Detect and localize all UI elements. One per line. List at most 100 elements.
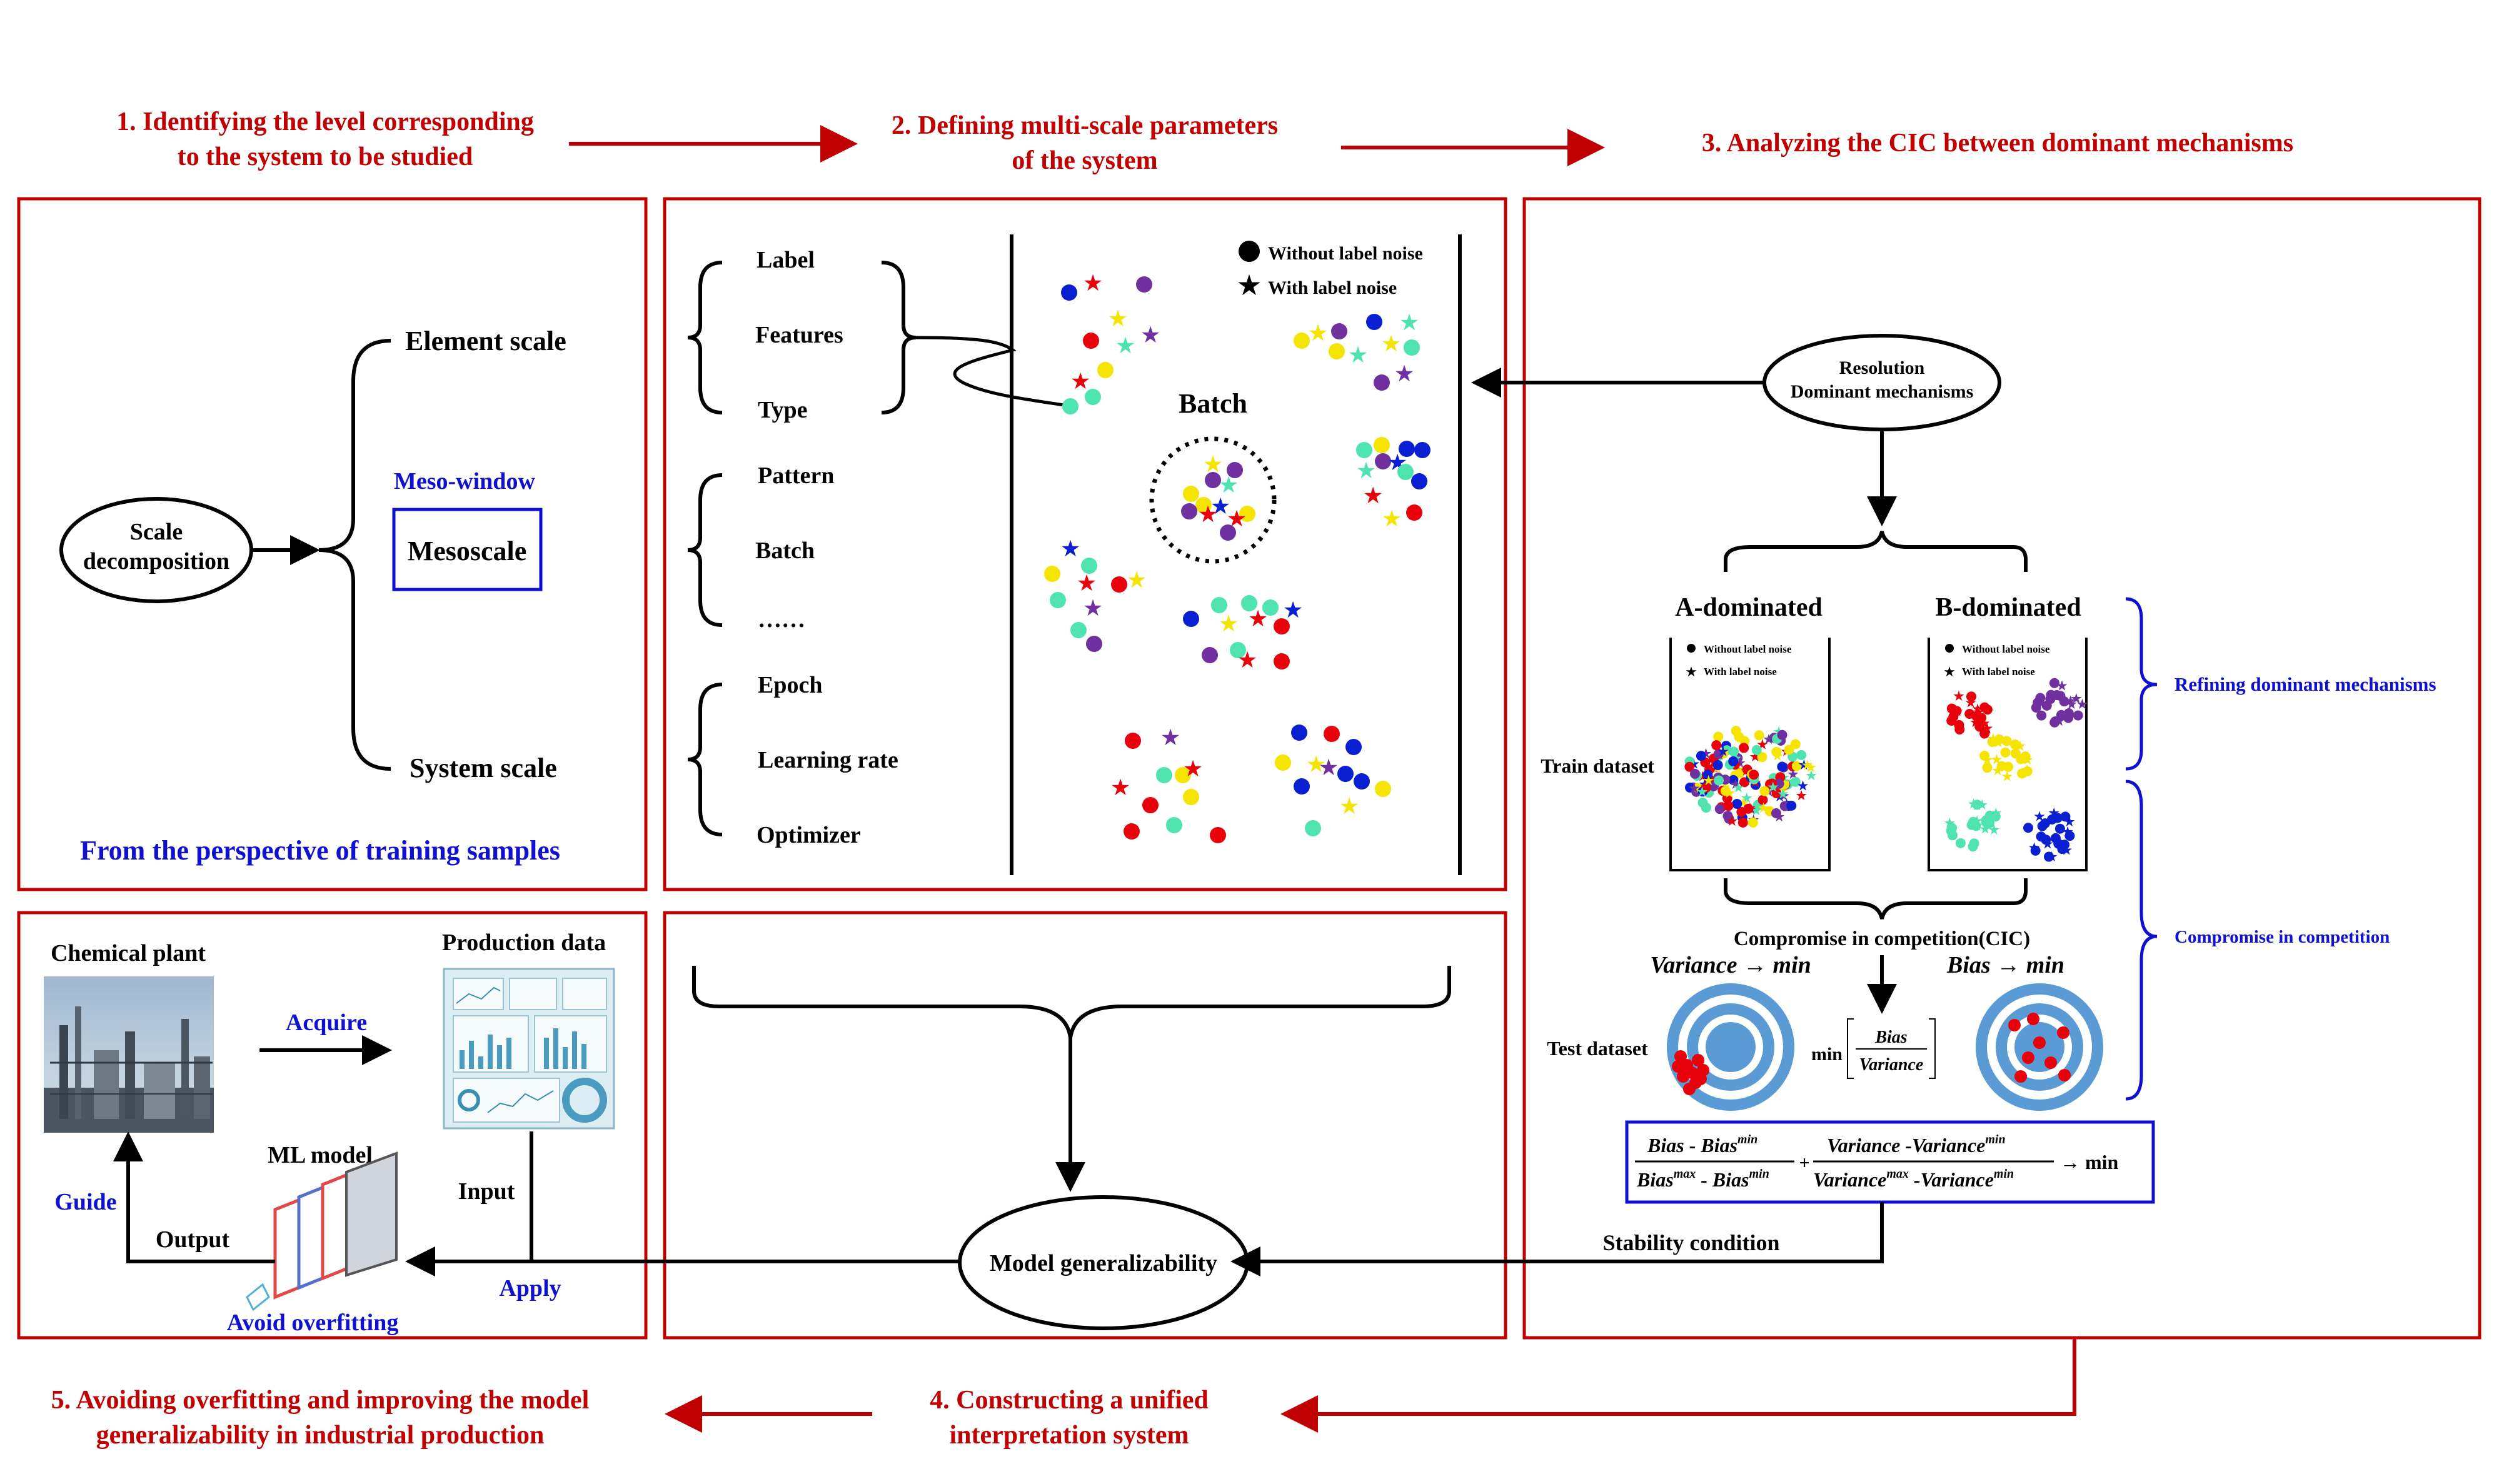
a-sample-marker [1790,776,1801,787]
a-sample-marker [1728,775,1739,785]
b-sample-marker [2017,768,2028,779]
sample-dot-marker [1205,472,1221,488]
sample-dot-marker [1211,597,1227,613]
ab-brace [1724,531,2028,572]
sample-dot-marker [1220,524,1236,541]
a-sample-marker: ★ [1741,790,1753,806]
sample-star-marker: ★ [1083,271,1104,296]
b-sample-marker [2016,754,2026,765]
b-sample-marker [2036,831,2046,842]
sample-dot-marker [1414,442,1431,458]
sample-dot-marker [1397,464,1414,480]
b-sample-marker [1951,706,1962,716]
b-sample-marker: ★ [2076,696,2088,712]
sample-dot-marker [1230,642,1246,658]
b-sample-marker [2054,823,2065,834]
step1-title-line1: 1. Identifying the level corresponding [116,108,534,136]
sample-star-marker: ★ [1077,571,1097,596]
a-sample-marker [1714,804,1725,815]
b-dominated-frame [1928,638,2088,871]
a-sample-marker [1751,745,1762,755]
sample-dot-marker [1294,333,1310,349]
a-sample-marker: ★ [1729,776,1742,792]
system-scale-label: System scale [410,753,557,783]
a-sample-marker [1790,739,1801,750]
sample-star-marker: ★ [1306,752,1327,777]
sample-dot-marker [1399,441,1415,457]
b-sample-marker: ★ [1989,805,2002,821]
b-legend-with: With label noise [1962,666,2035,678]
sample-dot-marker [1083,333,1099,349]
param-epoch: Epoch [758,672,822,698]
sample-dot-marker [1081,558,1097,574]
step5-title-line2: generalizability in industrial productio… [96,1421,545,1450]
bias-hit-dot [2014,1070,2027,1083]
legend-circle-icon [1239,241,1260,262]
formula-variance-denominator: Variancemax -Variancemin [1813,1167,2014,1191]
a-sample-marker [1712,760,1723,771]
a-sample-marker [1771,788,1782,799]
a-sample-marker [1732,798,1742,809]
b-sample-marker [2060,811,2071,822]
variance-hit-dot [1677,1070,1689,1083]
a-sample-marker [1739,743,1749,753]
b-sample-marker [1974,721,1985,732]
b-sample-marker [2010,739,2021,750]
a-sample-marker [1791,761,1802,771]
a-sample-marker [1731,726,1741,736]
sample-star-marker: ★ [1110,775,1131,800]
a-sample-marker [1720,786,1731,796]
min-frac-bias: Bias [1874,1028,1907,1047]
panel4-frame [663,911,1507,1340]
min-label: min [1811,1044,1843,1065]
a-sample-marker [1729,746,1739,757]
b-sample-marker [1981,815,1991,826]
panel1-frame [17,197,648,891]
scale-decomposition-line1: Scale [130,519,183,545]
chemical-plant-label: Chemical plant [51,940,206,966]
sample-dot-marker [1125,733,1141,749]
b-sample-marker: ★ [2053,713,2066,729]
sample-dot-marker [1195,497,1212,513]
b-sample-marker [1954,724,1965,734]
b-sample-marker: ★ [2033,808,2046,824]
acquire-label: Acquire [286,1010,367,1036]
sample-dot-marker [1406,504,1422,521]
b-sample-marker [2055,691,2066,701]
formula-variance-numerator: Variance -Variancemin [1827,1133,2006,1156]
sample-dot-marker [1337,766,1354,782]
ml-model-layers-icon [246,1151,398,1311]
a-dominated-scatter: ★★★★★★★★★★★★★★★★★★★★★★★★★★★★★★★★★★★★★★★★… [1684,724,1818,829]
meso-window-label: Meso-window [394,468,535,494]
sample-dot-marker [1227,462,1243,478]
resolution-line2: Dominant mechanisms [1791,381,1974,402]
variance-hit-dot [1692,1054,1704,1066]
a-sample-marker [1771,808,1781,818]
sample-dot-marker [1156,767,1172,783]
b-sample-marker [2037,821,2048,831]
b-sample-marker [1979,728,1990,739]
a-sample-marker: ★ [1801,757,1814,773]
b-sample-marker: ★ [2056,678,2068,693]
sample-star-marker: ★ [1108,306,1129,331]
perspective-caption: From the perspective of training samples [80,835,560,866]
a-sample-marker [1757,795,1768,805]
a-sample-marker [1784,745,1794,755]
production-data-dashboard-image [443,968,615,1130]
variance-hit-dot [1683,1083,1696,1095]
param-features: Features [755,322,843,348]
test-dataset-label: Test dataset [1547,1037,1648,1060]
mesoscale-box [392,508,543,591]
a-sample-marker [1747,817,1758,828]
a-sample-marker [1711,740,1722,751]
a-sample-marker [1774,778,1784,789]
sample-dot-marker [1142,797,1159,813]
variance-hit-dot [1672,1060,1684,1073]
sample-dot-marker [1124,823,1140,840]
a-sample-marker [1777,761,1788,772]
b-sample-marker: ★ [2041,836,2054,852]
variance-min-label: Variance → min [1650,952,1811,978]
b-sample-marker [2023,823,2034,833]
sample-dot-marker [1404,339,1420,356]
a-sample-marker [1684,761,1695,772]
